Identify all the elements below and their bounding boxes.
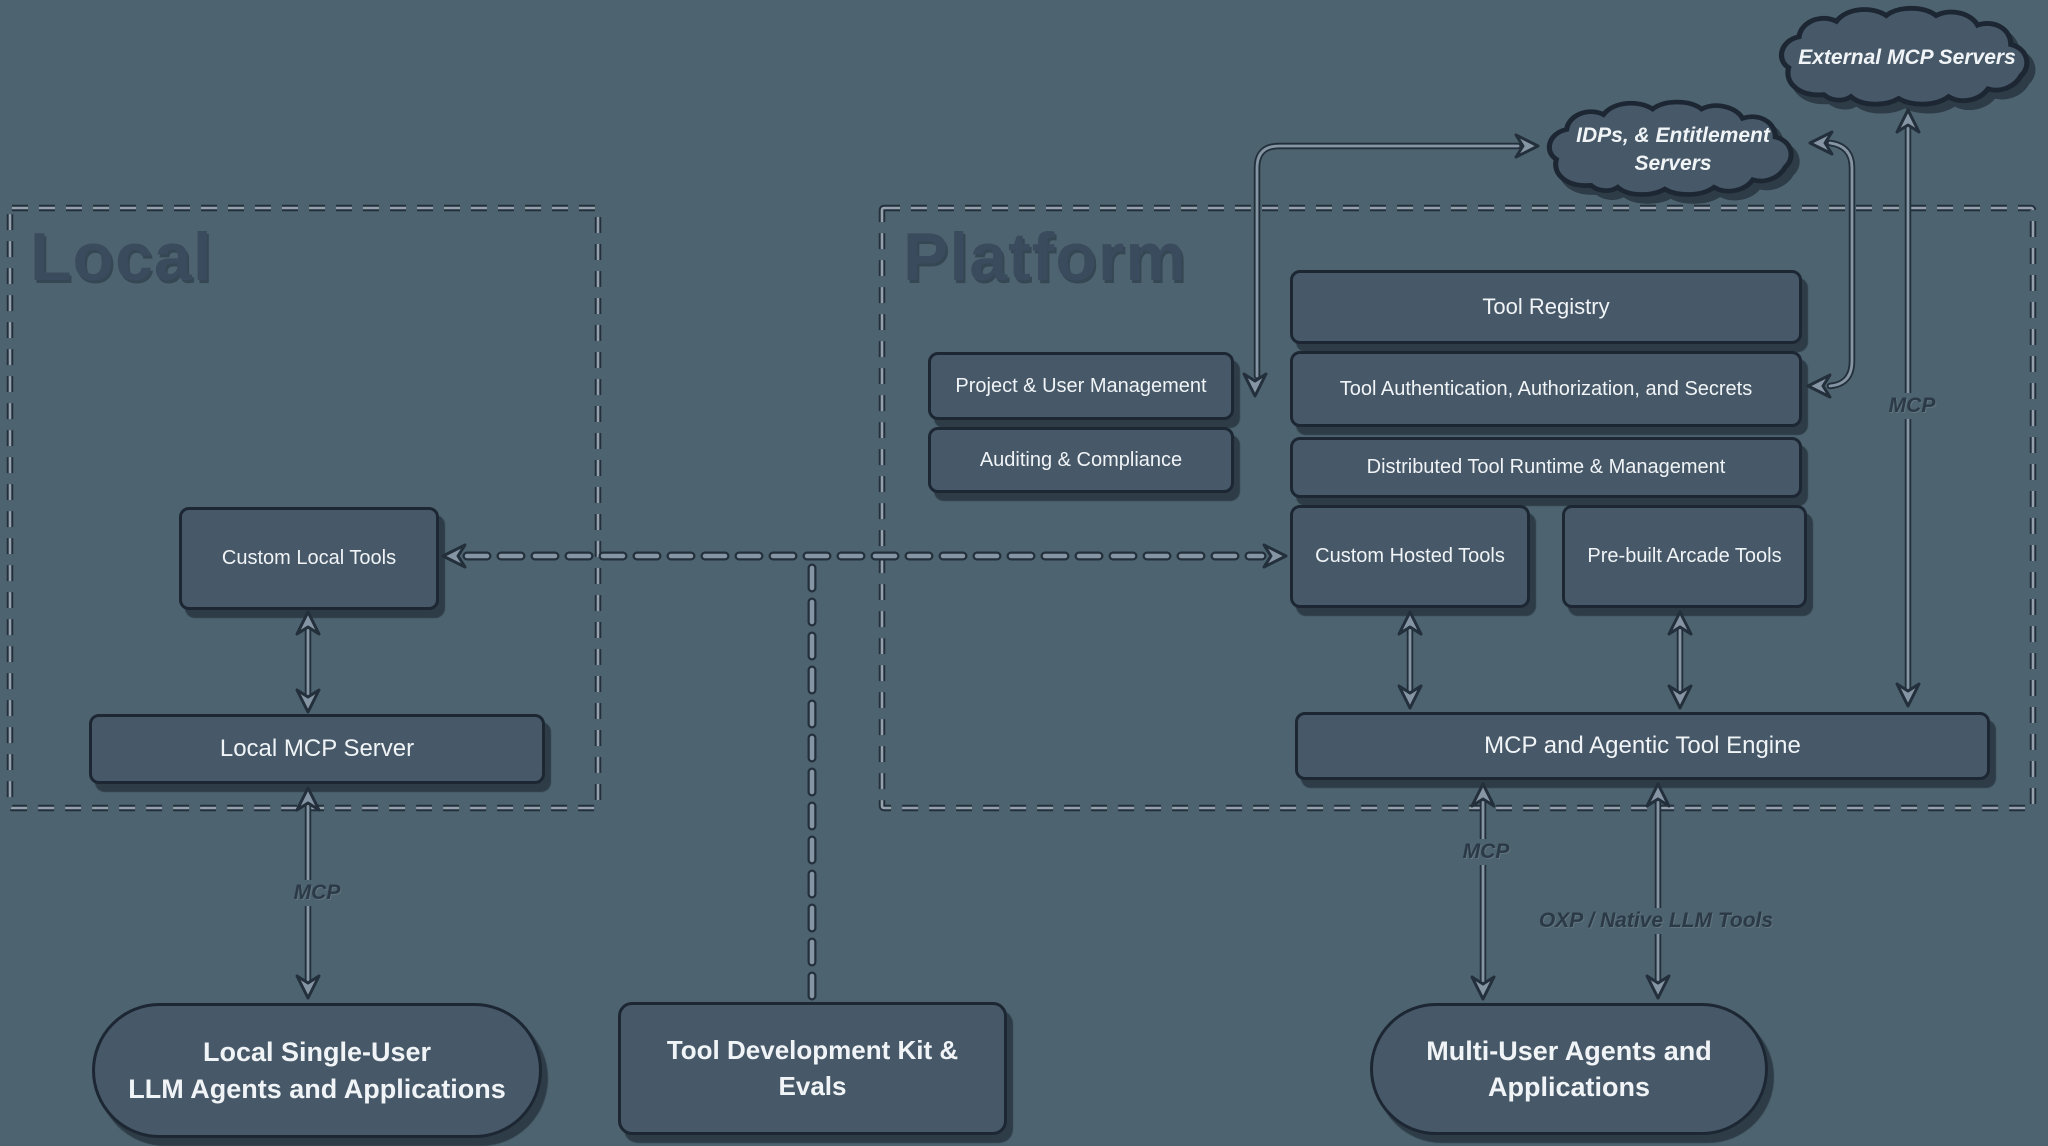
edge-prebuilt-engine (1667, 610, 1693, 710)
tool-registry-box: Tool Registry (1290, 270, 1802, 344)
idps-label-line2: Servers (1634, 152, 1712, 175)
cloud-shape (1546, 99, 1794, 197)
local-single-user-line1: Local Single-User (202, 1037, 432, 1068)
multi-user-agents-terminal: Multi-User Agents and Applications (1370, 1003, 1768, 1135)
edge-localtools-hostedtools-dashed (441, 543, 1288, 1005)
idps-label-line1: IDPs, & Entitlement (1576, 123, 1770, 147)
external-mcp-servers-label: External MCP Servers (1798, 45, 2016, 69)
multi-user-line1: Multi-User Agents and (1426, 1035, 1712, 1066)
prebuilt-arcade-tools-box: Pre-built Arcade Tools (1562, 505, 1807, 608)
mcp-engine-box: MCP and Agentic Tool Engine (1295, 712, 1990, 780)
tool-dev-kit-box: Tool Development Kit & Evals (618, 1002, 1007, 1135)
multi-user-line2: Applications (1487, 1072, 1650, 1102)
idps-entitlement-cloud: IDPs, & Entitlement Servers (1540, 96, 1806, 204)
edge-localtools-localserver (295, 610, 321, 714)
edge-label-local-mcp: MCP (286, 880, 348, 906)
cloud-shape (1778, 5, 2030, 107)
local-region-title: Local (30, 219, 213, 295)
local-single-user-line2: LLM Agents and Applications (128, 1073, 506, 1104)
edge-toolauth-idps (1806, 130, 1856, 399)
edge-hostedtools-engine (1397, 610, 1423, 710)
tool-auth-box: Tool Authentication, Authorization, and … (1290, 351, 1802, 427)
edge-engine-multiuser-mcp (1470, 782, 1496, 1001)
custom-local-tools-box: Custom Local Tools (179, 507, 439, 610)
distributed-runtime-box: Distributed Tool Runtime & Management (1290, 437, 1802, 498)
local-mcp-server-box: Local MCP Server (89, 714, 545, 784)
edge-engine-multiuser-oxp (1645, 782, 1671, 1000)
custom-hosted-tools-box: Custom Hosted Tools (1290, 505, 1530, 608)
auditing-compliance-box: Auditing & Compliance (928, 427, 1234, 493)
edge-label-engine-mcp: MCP (1455, 839, 1517, 865)
edge-label-external-mcp: MCP (1881, 393, 1943, 419)
edge-label-oxp: OXP / Native LLM Tools (1531, 908, 1781, 934)
platform-region-title: Platform (903, 219, 1187, 295)
local-single-user-agents-terminal: Local Single-User LLM Agents and Applica… (92, 1003, 542, 1138)
project-user-management-box: Project & User Management (928, 352, 1234, 420)
external-mcp-servers-cloud: External MCP Servers (1772, 2, 2042, 114)
